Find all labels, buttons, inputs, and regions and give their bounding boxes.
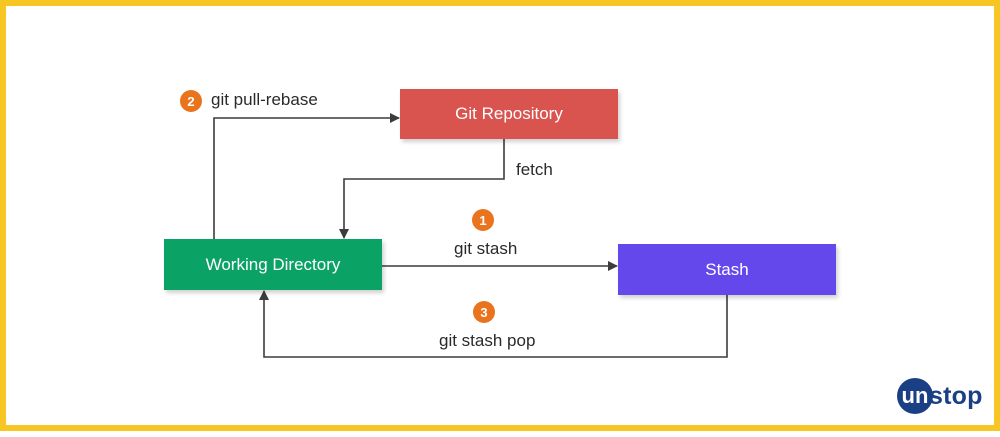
fetch-arrow: [339, 139, 505, 239]
step-badge-3: 3: [473, 301, 495, 323]
fetch-label: fetch: [516, 160, 553, 179]
step-badge-2: 2: [180, 90, 202, 112]
logo-wordmark: stop: [929, 381, 983, 410]
pull-rebase-arrow: [213, 113, 400, 239]
step-badge-1: 1: [472, 209, 494, 231]
stash-node: Stash: [618, 244, 836, 295]
git-stash-pop-label: git stash pop: [439, 331, 536, 350]
git-stash-label: git stash: [454, 239, 518, 258]
unstop-logo: un stop: [897, 378, 983, 414]
stash-pop-arrow: [259, 290, 728, 358]
working-directory-node: Working Directory: [164, 239, 382, 290]
connector-arrows: [213, 113, 728, 358]
git-repository-node: Git Repository: [400, 89, 618, 139]
logo-circle: un: [897, 378, 933, 414]
pull-rebase-label: git pull-rebase: [211, 90, 318, 109]
